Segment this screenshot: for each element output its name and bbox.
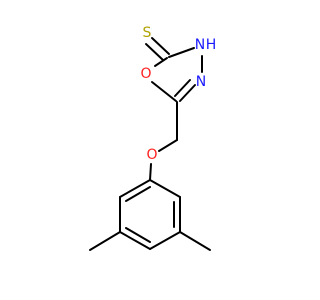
bond-o2-c1 [149,163,152,181]
atom-hydrogen: H [206,37,217,53]
bond-lines [89,37,211,251]
ring-bond-c3-c4 [149,231,181,250]
bond-c-s-2 [145,43,164,61]
bond-c5-o1 [151,81,177,102]
atom-nitrogen: N [196,74,206,90]
atom-sulfur: S [143,25,152,41]
methyl-bond-left [89,231,121,251]
atom-oxygen-ring: O [140,66,151,82]
ring-bond-c4-c5 [119,231,151,250]
bond-c-s-1 [151,37,170,55]
methyl-bond-right [179,231,211,251]
bond-c-nh [168,47,195,58]
bond-o1-c [154,57,168,67]
ring-double-c6-c1 [125,186,151,202]
ring-double-c4-c5 [125,227,151,243]
bond-n-c5-1 [179,84,196,102]
ring-bond-c1-c2 [149,179,181,198]
molecule-structure: S N H N O O [89,25,217,251]
bond-ch2-o2 [158,139,178,152]
atom-oxygen-ether: O [146,147,157,163]
atom-nitrogen-h: N [195,37,205,53]
ring-bond-c6-c1 [119,179,151,198]
bond-n-c5-2 [174,79,191,97]
